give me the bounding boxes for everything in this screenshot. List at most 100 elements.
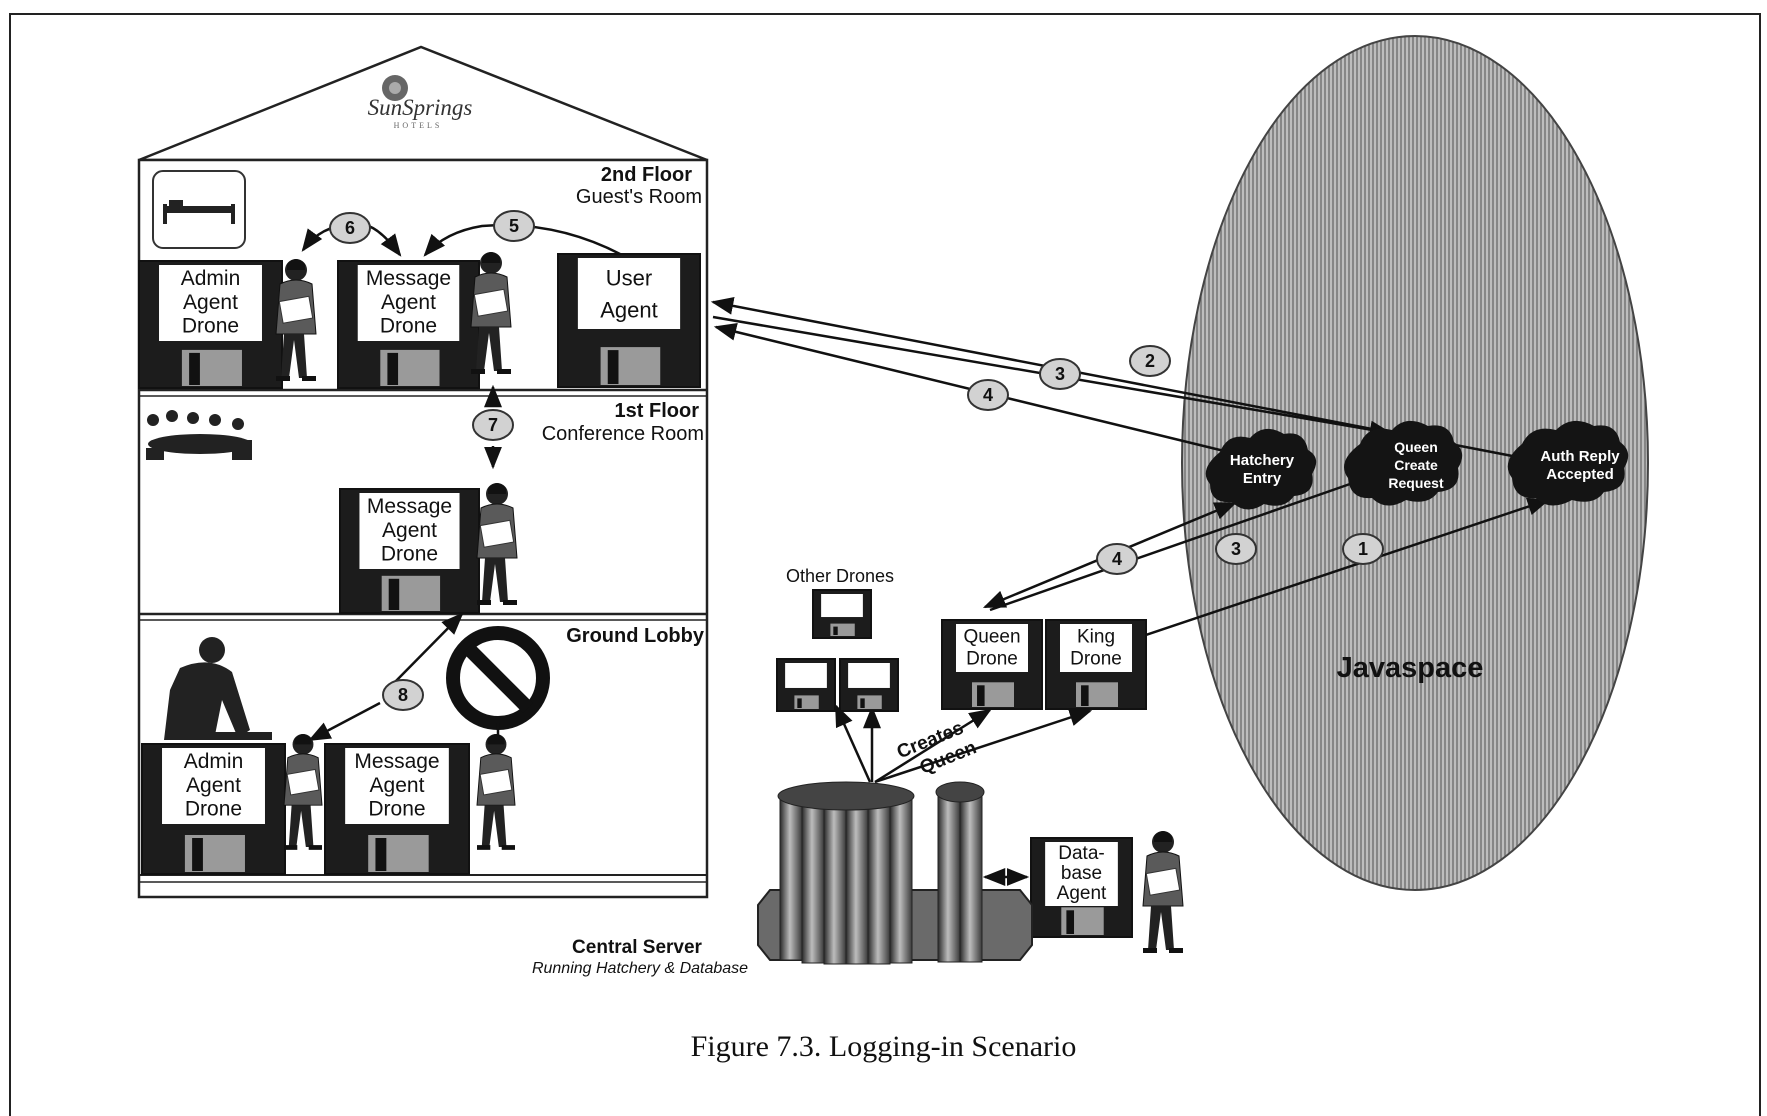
step-number: 8 bbox=[398, 685, 408, 705]
floor-2-room: Guest's Room bbox=[576, 186, 702, 208]
step-badge: 3 bbox=[1215, 533, 1257, 565]
disk-label-area bbox=[357, 265, 460, 341]
disk-label-area bbox=[577, 258, 681, 329]
step-badge: 4 bbox=[967, 379, 1009, 411]
agent-person-figure bbox=[476, 483, 518, 605]
auth-reply-accepted-entry: Auth Reply Accepted bbox=[1507, 420, 1629, 506]
disk-label-area bbox=[1045, 842, 1118, 906]
other-drones-label: Other Drones bbox=[786, 566, 894, 586]
bed-icon bbox=[152, 170, 246, 249]
floor-2-name: 2nd Floor bbox=[601, 164, 692, 186]
other-drone-disk bbox=[839, 658, 899, 712]
disk-shutter-slot bbox=[189, 352, 200, 385]
disk-label-area bbox=[785, 663, 827, 688]
agent-person-figure bbox=[283, 733, 323, 850]
disk-label-line: Message bbox=[366, 267, 451, 290]
javaspace-label: Javaspace bbox=[1337, 652, 1484, 684]
disk-shutter-slot bbox=[192, 838, 203, 871]
hatchery-entry: Hatchery Entry bbox=[1205, 428, 1317, 510]
auth-reply-line1: Auth Reply bbox=[1540, 448, 1620, 465]
figure-caption: Figure 7.3. Logging-in Scenario bbox=[690, 1030, 1077, 1063]
step-badge: 6 bbox=[329, 212, 371, 244]
disk-shutter-slot bbox=[607, 350, 619, 384]
lobby-clerk-figure bbox=[164, 637, 272, 740]
logo-subtext: HOTELS bbox=[394, 121, 443, 130]
disk-label-line: Drone bbox=[380, 315, 437, 338]
disk-label-area bbox=[821, 594, 863, 618]
disk-label-area bbox=[159, 265, 262, 341]
step-number: 6 bbox=[345, 218, 355, 238]
hatchery-entry-line1: Hatchery bbox=[1230, 452, 1295, 469]
agent-disks: AdminAgentDroneMessageAgentDroneUserAgen… bbox=[138, 253, 1147, 938]
step-badge: 1 bbox=[1342, 533, 1384, 565]
queen-request-line3: Request bbox=[1388, 475, 1444, 491]
step-badge: 3 bbox=[1039, 358, 1081, 390]
step-number: 2 bbox=[1145, 351, 1155, 371]
disk-label-line: Agent bbox=[382, 519, 437, 542]
queen-request-line1: Queen bbox=[1394, 439, 1438, 455]
disk-label-line: Drone bbox=[368, 798, 425, 821]
disk-shutter-slot bbox=[833, 626, 838, 635]
disk-shutter-slot bbox=[387, 352, 399, 385]
step-badge: 2 bbox=[1129, 345, 1171, 377]
step-badges: 1 2 3 4 5 6 7 8 4 3 bbox=[329, 210, 1384, 711]
disk-label-area bbox=[1060, 624, 1132, 672]
disk-label-line: User bbox=[606, 265, 652, 290]
disk-label-line: Drone bbox=[182, 315, 239, 338]
other-drone-disk bbox=[812, 589, 872, 639]
disk-label-line: Drone bbox=[381, 543, 438, 566]
disk-label-line: Agent bbox=[370, 774, 425, 797]
step-number: 3 bbox=[1055, 364, 1065, 384]
conference-room-icon bbox=[145, 408, 255, 460]
hatchery-entry-line2: Entry bbox=[1243, 470, 1282, 487]
agent-person-figure bbox=[1142, 831, 1184, 953]
central-server-icon bbox=[757, 781, 1033, 965]
disk-label-line: Agent bbox=[381, 291, 436, 314]
outer-frame bbox=[9, 13, 1761, 1116]
disk-shutter-slot bbox=[375, 838, 387, 871]
step-number: 5 bbox=[509, 216, 519, 236]
disk-label-line: base bbox=[1061, 863, 1102, 884]
disk-label-line: Drone bbox=[966, 648, 1018, 669]
step-badge: 8 bbox=[382, 679, 424, 711]
disk-label-line: Message bbox=[354, 750, 439, 773]
central-server-subtitle: Running Hatchery & Database bbox=[532, 960, 748, 977]
queen-request-line2: Create bbox=[1394, 457, 1438, 473]
disk-label-area bbox=[345, 748, 449, 824]
floor-1-room: Conference Room bbox=[542, 423, 704, 445]
step-number: 1 bbox=[1358, 539, 1368, 559]
step-badge: 4 bbox=[1096, 543, 1138, 575]
javaspace-entries: Hatchery Entry Queen Create Request Auth… bbox=[1205, 420, 1629, 510]
no-entry-icon bbox=[446, 626, 550, 730]
agent-figures bbox=[275, 252, 1184, 953]
disk-label-line: Agent bbox=[600, 298, 658, 323]
sunsprings-logo: SunSprings HOTELS bbox=[368, 75, 473, 130]
disk-label-line: Agent bbox=[186, 774, 241, 797]
disk-label-line: Admin bbox=[181, 267, 241, 290]
step-number: 4 bbox=[1112, 549, 1122, 569]
queen-create-request-entry: Queen Create Request bbox=[1344, 420, 1463, 506]
logo-text: SunSprings bbox=[368, 95, 473, 120]
agent-person-figure bbox=[470, 252, 512, 374]
creates-queen-label: Creates Queen bbox=[894, 718, 979, 779]
step-badge: 5 bbox=[493, 210, 535, 242]
disk-label-area bbox=[956, 624, 1028, 672]
disk-label-line: Queen bbox=[963, 627, 1020, 648]
step-number: 3 bbox=[1231, 539, 1241, 559]
step-number: 4 bbox=[983, 385, 993, 405]
disk-label-line: Admin bbox=[184, 750, 244, 773]
auth-reply-line2: Accepted bbox=[1546, 466, 1614, 483]
agent-person-figure bbox=[275, 259, 317, 381]
floor-1-name: 1st Floor bbox=[615, 400, 700, 422]
step-number: 7 bbox=[488, 415, 498, 435]
disk-label-line: King bbox=[1077, 627, 1115, 648]
disk-label-line: Agent bbox=[1057, 883, 1107, 904]
